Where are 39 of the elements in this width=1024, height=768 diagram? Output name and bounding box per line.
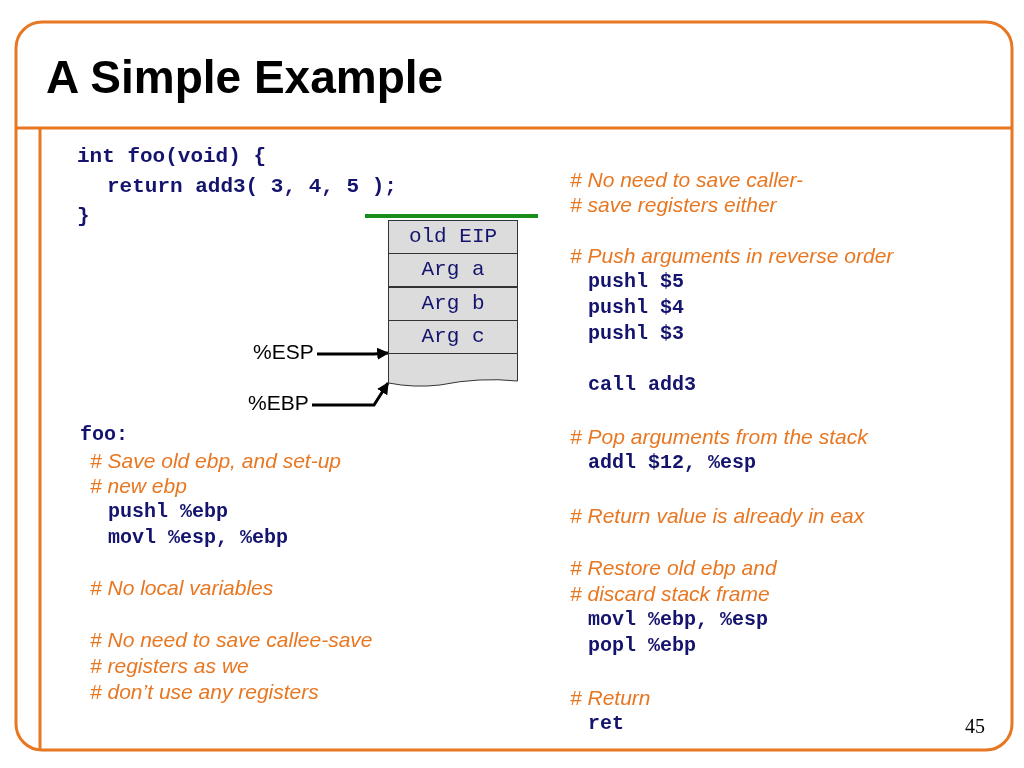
code-comment: # Restore old ebp and: [570, 556, 777, 580]
code-comment: # discard stack frame: [570, 582, 770, 606]
code-comment: # No need to save caller-: [570, 168, 804, 192]
assembly-line: movl %ebp, %esp: [588, 608, 769, 631]
code-comment: # registers as we: [90, 654, 249, 678]
assembly-line: call add3: [588, 373, 697, 396]
stack-cell: Arg a: [388, 253, 518, 287]
code-comment: # Save old ebp, and set-up: [90, 449, 341, 473]
assembly-line: popl %ebp: [588, 634, 697, 657]
page-number: 45: [965, 715, 985, 738]
code-comment: # Return: [570, 686, 651, 710]
c-code-line: return add3( 3, 4, 5 );: [107, 175, 397, 198]
assembly-line: addl $12, %esp: [588, 451, 757, 474]
register-label: %ESP: [253, 340, 314, 364]
assembly-line: foo:: [80, 423, 128, 446]
code-comment: # Pop arguments from the stack: [570, 425, 868, 449]
assembly-line: pushl $4: [588, 296, 684, 319]
assembly-line: pushl %ebp: [108, 500, 229, 523]
arrow: [317, 347, 390, 360]
code-comment: # don’t use any registers: [90, 680, 319, 704]
stack-cell: Arg b: [388, 287, 518, 321]
code-comment: # save registers either: [570, 193, 777, 217]
assembly-line: movl %esp, %ebp: [108, 526, 289, 549]
stack-cell: [388, 353, 518, 387]
code-comment: # new ebp: [90, 474, 187, 498]
stack-cell: Arg c: [388, 320, 518, 354]
register-label: %EBP: [248, 391, 309, 415]
code-comment: # Push arguments in reverse order: [570, 244, 894, 268]
code-comment: # No local variables: [90, 576, 274, 600]
c-code-line: int foo(void) {: [77, 145, 267, 168]
code-comment: # No need to save callee-save: [90, 628, 373, 652]
stack-cell: old EIP: [388, 220, 518, 254]
code-comment: # Return value is already in eax: [570, 504, 865, 528]
assembly-line: ret: [588, 712, 624, 735]
c-code-line: }: [77, 205, 90, 228]
arrow: [312, 382, 390, 407]
assembly-line: pushl $5: [588, 270, 684, 293]
assembly-line: pushl $3: [588, 322, 684, 345]
slide-title: A Simple Example: [46, 50, 444, 104]
